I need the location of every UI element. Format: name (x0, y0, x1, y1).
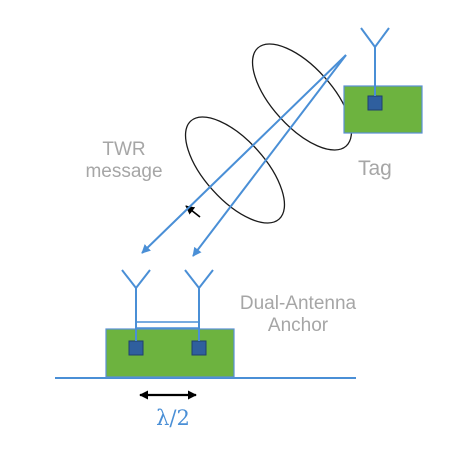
signal-paths (141, 54, 347, 257)
tag-board (343, 85, 423, 134)
twr-message-label-line2: message (85, 160, 163, 182)
anchor-chip-left (128, 340, 144, 356)
polarization-ellipses (184, 43, 353, 224)
spacing-label: λ/2 (156, 406, 190, 430)
tag-chip (367, 95, 383, 111)
antenna-icon (121, 269, 151, 341)
antenna-icon (184, 269, 214, 341)
signal-path-right (192, 54, 347, 257)
anchor-chip-right (191, 340, 207, 356)
twr-message-label-line1: TWR (102, 139, 146, 160)
anchor-board (105, 328, 235, 378)
tag-device (343, 27, 423, 134)
antenna-icon (360, 27, 390, 96)
anchor-label: Dual-Antenna Anchor (233, 293, 363, 337)
polarization-ellipse-lower (184, 116, 286, 224)
anchor-label-line2: Anchor (267, 314, 329, 336)
tag-label: Tag (358, 157, 392, 180)
anchor-label-line1: Dual-Antenna (239, 293, 357, 314)
twr-message-label: TWR message (79, 139, 169, 183)
antenna-link (136, 321, 199, 329)
signal-path-left (141, 54, 347, 254)
anchor-device (105, 269, 235, 378)
